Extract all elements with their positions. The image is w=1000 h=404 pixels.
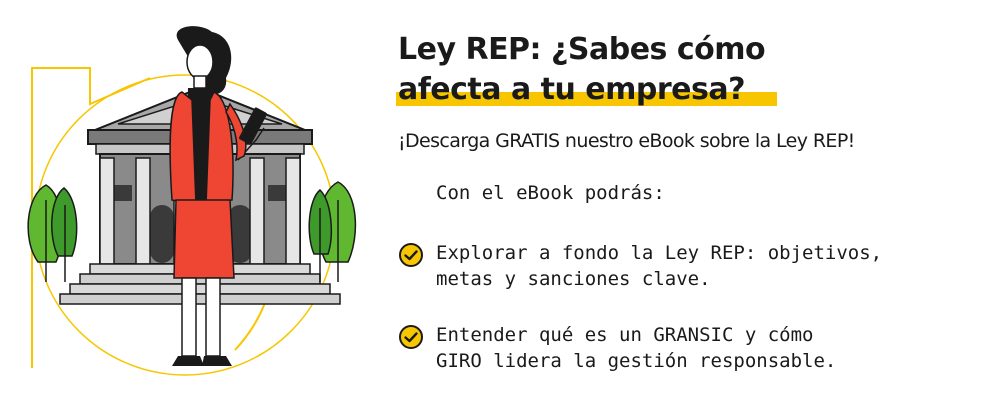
subtitle: ¡Descarga GRATIS nuestro eBook sobre la … — [398, 130, 855, 152]
woman-with-tablet-at-building-illustration — [27, 26, 357, 376]
headline: Ley REP: ¿Sabes cómo afecta a tu empresa… — [395, 30, 778, 110]
hero-illustration — [0, 0, 380, 400]
benefit-text-1: Explorar a fondo la Ley REP: objetivos, … — [436, 240, 882, 292]
headline-line-1: Ley REP: ¿Sabes cómo — [398, 32, 766, 67]
benefits-lead: Con el eBook podrás: — [436, 182, 665, 204]
headline-line-2: afecta a tu empresa? — [395, 70, 778, 110]
promo-content: Ley REP: ¿Sabes cómo afecta a tu empresa… — [395, 0, 998, 400]
check-circle-icon — [399, 325, 423, 349]
headline-highlight: afecta a tu empresa? — [395, 70, 778, 110]
benefit-2-line-2: GIRO lidera la gestión responsable. — [436, 350, 837, 372]
benefit-1-line-1: Explorar a fondo la Ley REP: objetivos, — [436, 242, 883, 264]
benefit-text-2: Entender qué es un GRANSIC y cómo GIRO l… — [436, 322, 836, 374]
check-circle-icon — [399, 243, 423, 267]
benefit-2-line-1: Entender qué es un GRANSIC y cómo — [436, 324, 814, 346]
benefit-1-line-2: metas y sanciones clave. — [436, 268, 711, 290]
